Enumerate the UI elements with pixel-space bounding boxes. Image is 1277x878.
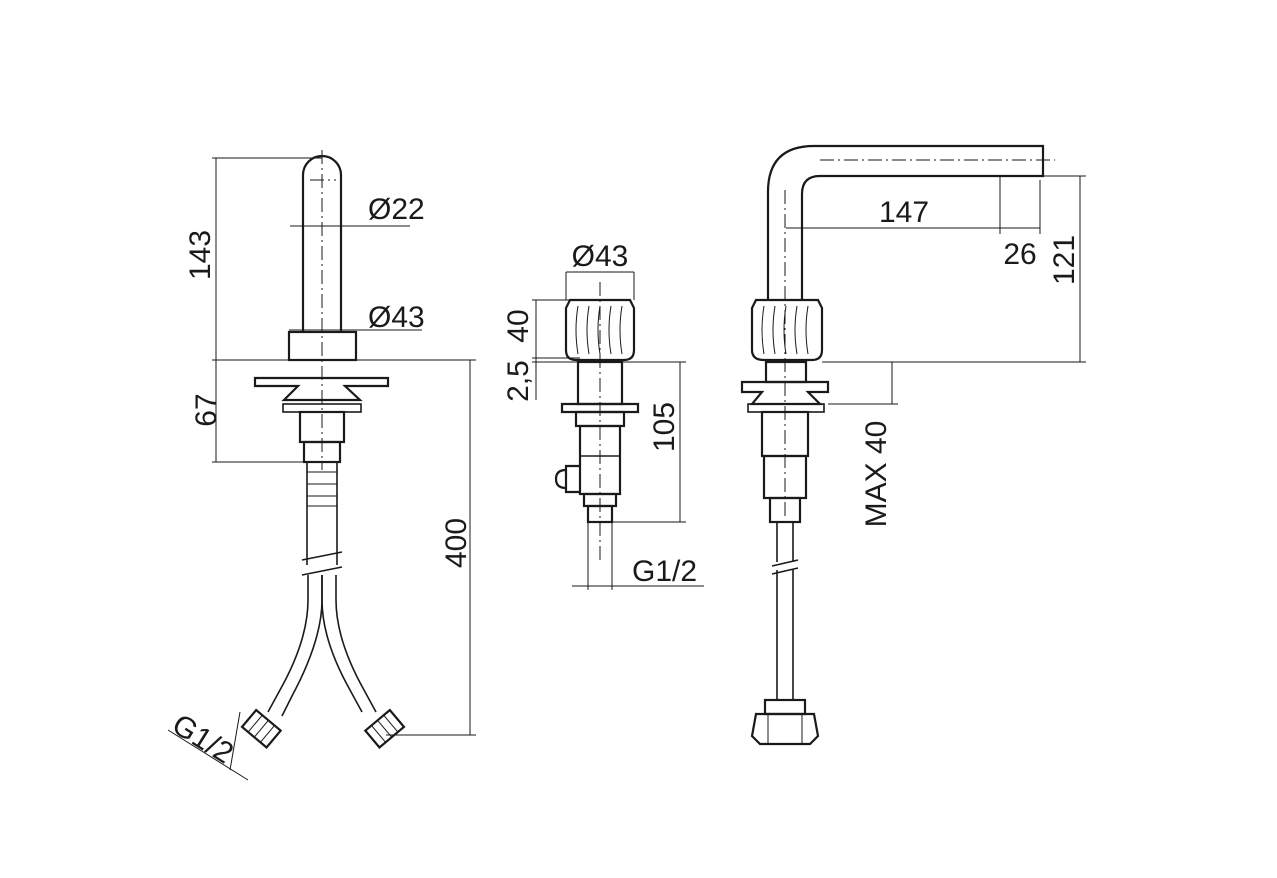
outlet-height-label: 121 — [1048, 235, 1081, 285]
spout-side-hose — [776, 522, 794, 700]
spout-side-hose-break — [771, 559, 799, 575]
spout-side-hex-nut — [750, 712, 820, 746]
hose-fitting-right — [363, 708, 406, 750]
spout-side-nut — [768, 496, 802, 524]
rosette-thickness-label: 2,5 — [502, 360, 535, 402]
hose-right-branch — [321, 575, 377, 713]
spout-arm — [766, 144, 1045, 300]
valve-flange — [560, 402, 640, 414]
spout-height-label: 143 — [184, 230, 217, 280]
spout-side-view: 147 26 121 MAX 40 — [740, 144, 1086, 746]
spout-side-stem — [764, 360, 808, 384]
side-dimensions — [786, 175, 1086, 405]
hose-length-label: 400 — [440, 518, 473, 568]
hose-bands — [307, 471, 337, 507]
spout-dimensions — [167, 157, 476, 781]
base-diameter-label: Ø43 — [368, 301, 425, 334]
spout-body-ribs — [761, 305, 809, 355]
valve-thread — [586, 504, 614, 524]
spout-arm-axis — [784, 159, 1055, 520]
handle-height-label: 40 — [502, 309, 535, 342]
valve-body-length-label: 105 — [648, 402, 681, 452]
spout-side-washer — [747, 403, 825, 413]
valve-view: Ø43 40 2,5 105 G1/2 — [502, 240, 704, 590]
valve-thread-label: G1/2 — [632, 555, 697, 588]
shank-length-label: 67 — [190, 393, 223, 426]
hose-upper — [306, 462, 338, 565]
spout-flange — [253, 376, 390, 402]
hose-break — [301, 551, 343, 576]
spout-front-view: 143 Ø22 Ø43 67 400 G1/2 — [166, 150, 476, 781]
hose-thread-left-label: G1/2 — [166, 708, 239, 770]
spout-body — [750, 298, 824, 362]
outlet-drop-label: 26 — [1003, 238, 1036, 271]
handle-ribs — [575, 305, 623, 355]
hose-left-branch — [267, 575, 323, 717]
spout-reach-label: 147 — [879, 196, 929, 229]
spout-side-fitting — [763, 698, 807, 716]
hose-fitting-left — [240, 708, 283, 750]
max-deck-thickness-label: MAX 40 — [860, 421, 893, 528]
valve-dimensions — [532, 271, 704, 590]
valve-handle — [564, 298, 636, 362]
valve-side-port — [554, 464, 580, 494]
spout-diameter-label: Ø22 — [368, 193, 425, 226]
handle-diameter-label: Ø43 — [572, 240, 629, 273]
spout-nut — [302, 440, 342, 464]
